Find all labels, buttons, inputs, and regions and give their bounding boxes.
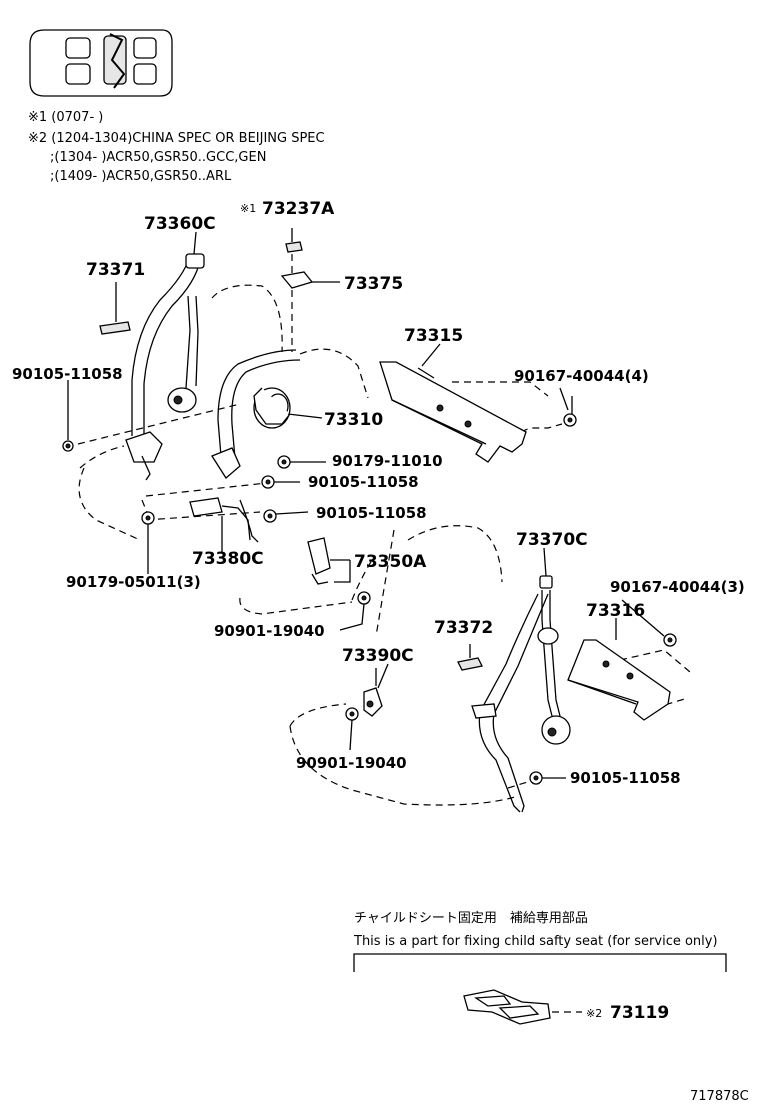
bracket-73316 xyxy=(567,618,671,721)
label-90105-11058-d: 90105-11058 xyxy=(570,769,681,787)
label-73350A: 73350A xyxy=(354,552,427,572)
bolt-icon xyxy=(563,396,577,427)
anchor-upper xyxy=(185,253,205,269)
label-73375: 73375 xyxy=(344,274,403,294)
label-73360C: 73360C xyxy=(144,214,216,234)
bolt-icon xyxy=(345,707,359,751)
label-73390C: 73390C xyxy=(342,646,414,666)
clip-73371 xyxy=(99,282,131,335)
anchor-73390C xyxy=(363,668,383,717)
bolt-icon xyxy=(339,591,371,631)
note-line-2: ※2 (1204-1304)CHINA SPEC OR BEIJING SPEC xyxy=(28,131,325,146)
label-73370C: 73370C xyxy=(516,530,588,550)
note-line-1: ※1 (0707- ) xyxy=(28,110,103,125)
seat-belt-73310 xyxy=(211,349,323,543)
label-73310: 73310 xyxy=(324,410,383,430)
label-90105-11058-c: 90105-11058 xyxy=(316,504,427,522)
note-line-3: ;(1304- )ACR50,GSR50..GCC,GEN xyxy=(50,150,266,165)
label-73119-mark: ※2 xyxy=(586,1007,602,1020)
label-73372: 73372 xyxy=(434,618,493,638)
bolt-icon xyxy=(263,509,309,523)
leader-lines xyxy=(193,228,665,689)
seat-outlines xyxy=(78,284,519,806)
bolt-icon xyxy=(663,633,677,647)
label-90901-19040-b: 90901-19040 xyxy=(296,754,407,772)
label-73237A-mark: ※1 xyxy=(240,202,256,215)
label-73380C: 73380C xyxy=(192,549,264,569)
figure-id: 717878C xyxy=(690,1089,749,1104)
buckle-73380C xyxy=(189,497,251,550)
bolt-icons xyxy=(62,380,677,785)
label-90167-40044-4: 90167-40044(4) xyxy=(514,367,649,385)
bracket-73315 xyxy=(379,361,527,463)
seat-belt-73370C xyxy=(471,575,571,813)
label-90179-05011-3: 90179-05011(3) xyxy=(66,573,201,591)
bolt-icon xyxy=(261,475,300,489)
child-seat-anchor-icon xyxy=(463,989,582,1025)
child-seat-bracket-line xyxy=(353,953,727,972)
seat-belt-73360C xyxy=(125,253,205,481)
label-90901-19040-a: 90901-19040 xyxy=(214,622,325,640)
label-90105-11058-a: 90105-11058 xyxy=(12,365,123,383)
label-90105-11058-b: 90105-11058 xyxy=(308,473,419,491)
label-73371: 73371 xyxy=(86,260,145,280)
buckle-73350A xyxy=(307,537,351,585)
nut-icon xyxy=(141,511,155,574)
label-73119: 73119 xyxy=(610,1003,669,1023)
vehicle-locator-icon xyxy=(29,29,173,97)
nut-icon xyxy=(277,455,326,469)
label-73316: 73316 xyxy=(586,601,645,621)
bolt-icon xyxy=(62,380,74,452)
note-line-4: ;(1409- )ACR50,GSR50..ARL xyxy=(50,169,232,184)
label-73315: 73315 xyxy=(404,326,463,346)
label-90167-40044-3: 90167-40044(3) xyxy=(610,578,745,596)
cover-73375 xyxy=(280,271,340,289)
label-73237A: 73237A xyxy=(262,199,335,219)
cover-73237A xyxy=(285,241,303,253)
child-seat-title-en: This is a part for fixing child safty se… xyxy=(353,934,718,949)
child-seat-title-jp: チャイルドシート固定用 補給専用部品 xyxy=(354,911,588,926)
bolt-icon xyxy=(529,771,566,785)
label-90179-11010: 90179-11010 xyxy=(332,452,443,470)
clip-73372 xyxy=(457,644,483,671)
